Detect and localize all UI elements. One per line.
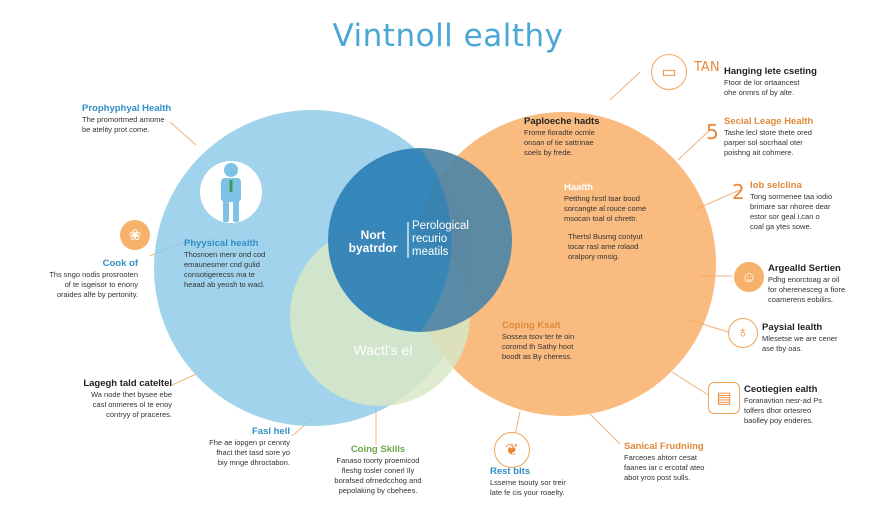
label-heading: Secial Leage Health (724, 116, 814, 127)
label-body: Pdhg enorctoag ar oil for oherenesceg a … (768, 275, 846, 304)
leader-line-ceot (671, 371, 711, 397)
label-fasl: Fasl hell Fhe ae iopgen pr cennty fhact … (198, 426, 290, 468)
label-body: Thertsl Busmg contyut tocar rasl ame rol… (568, 232, 643, 261)
label-body: Sossea tsov ter te oin coromd th Sathy h… (502, 332, 575, 361)
label-body: Frome fioradte ocmle onsan of tie sattri… (524, 128, 595, 157)
label-body: Fhe ae iopgen pr cennty fhact thet tasd … (209, 438, 290, 467)
center-bottom-text: Wactl's el (353, 342, 413, 358)
label-sanical: Sanical Frudniing Farceoes ahtorr cesat … (624, 441, 754, 483)
leaf-icon: ❦ (494, 432, 530, 468)
label-body: Thosnoen menr ond cod emaunesmer cnd gul… (184, 250, 266, 289)
label-coing: Coing Skills Fanaso toorty proemicod fle… (330, 444, 426, 496)
label-heading: Phyysical health (184, 238, 259, 249)
center-overlap (420, 148, 512, 332)
leader-line-physical (169, 121, 197, 146)
label-body: Wa node thet bysee ebe casl onmeres ol t… (90, 390, 172, 419)
label-heading: Haalth (564, 182, 594, 193)
document-icon: ▤ (708, 382, 740, 414)
label-body: Foranavtion nesr-ad Ps tolfers dhor orte… (744, 396, 822, 425)
person-icon (200, 161, 262, 223)
label-lagegh: Lagegh tald cateltel Wa node thet bysee … (48, 378, 172, 420)
label-heading: Argealld Sertien (768, 263, 841, 274)
badge-5: 5 (706, 120, 719, 144)
label-coping: Coping Ksalt Sossea tsov ter te oin coro… (502, 320, 612, 362)
label-argealld: Argealld Sertien Pdhg enorctoag ar oil f… (768, 263, 888, 305)
label-body: Lsseme tsouty sor treir late fe cis your… (490, 478, 566, 497)
label-secial: Secial Leage Health Tashe lecl store the… (724, 116, 874, 158)
label-body: Fanaso toorty proemicod fleshg tosler co… (334, 456, 422, 495)
label-iob: Iob selclina Tong sormenee taa iodio bri… (750, 180, 880, 232)
label-body: Ftoor de lor ortaancest ohe onmrs of by … (724, 78, 800, 97)
lightbulb-icon: ♁ (728, 318, 758, 348)
leader-line-tan (609, 71, 641, 101)
label-body: Tong sormenee taa iodio brimare sar nhor… (750, 192, 833, 231)
label-heading: Coping Ksalt (502, 320, 561, 331)
label-heading: Cook of (102, 258, 138, 269)
label-heading: Sanical Frudniing (624, 441, 704, 452)
leader-line-sanical (589, 413, 621, 445)
label-heading: Paploeche hadts (524, 116, 600, 127)
label-heading: Coing Skills (350, 444, 406, 455)
label-cook: Cook of Ths sngo nodis prosrooten of te … (38, 258, 138, 300)
label-body: Tashe lecl store thete ored parper sol s… (724, 128, 812, 157)
users-icon: ☺ (734, 262, 764, 292)
label-prophyphyal: Prophyphyal Health The promortmed amome … (82, 103, 171, 135)
label-phyysical: Phyysical health Thosnoen menr ond cod e… (184, 238, 294, 290)
label-body: Ths sngo nodis prosrooten of te isgeisor… (49, 270, 138, 299)
label-haalth: Haalth Petthng hrstl taar boud sorcangte… (564, 182, 684, 224)
label-heading: Paysial lealth (762, 322, 823, 333)
center-left-text: Nort byatrdor (348, 228, 398, 255)
label-heading: Prophyphyal Health (82, 103, 172, 114)
label-ceot: Ceotiegien ealth Foranavtion nesr-ad Ps … (744, 384, 874, 426)
label-heading: Fasl hell (251, 426, 290, 437)
badge-2: 2 (732, 180, 745, 204)
label-paysial: Paysial lealth Mlesetse we are cener ase… (762, 322, 882, 354)
center-right-text: Perological recurio meatils (412, 220, 469, 258)
label-paploeche: Paploeche hadts Frome fioradte ocmle ons… (524, 116, 634, 158)
label-heading: Rest blts (490, 466, 531, 477)
label-body: Petthng hrstl taar boud sorcangte al rou… (564, 194, 647, 223)
diagram-title: Vintnoll ealthy (332, 18, 564, 54)
label-heading: Hanging lete cseting (724, 66, 817, 77)
label-body: The promortmed amome be atelity prot com… (82, 115, 165, 134)
leader-line-secial (677, 129, 711, 161)
label-heading: Iob selclina (750, 180, 802, 191)
label-thertsl: Thertsl Busmg contyut tocar rasl ame rol… (568, 232, 688, 262)
label-heading: Lagegh tald cateltel (83, 378, 172, 389)
label-body: Mlesetse we are cener ase tby oas. (762, 334, 838, 353)
label-body: Farceoes ahtorr cesat faanes iar c ercot… (624, 453, 705, 482)
brain-icon: ❀ (120, 220, 150, 250)
chat-icon: ▭ (651, 54, 687, 90)
label-rest: Rest blts Lsseme tsouty sor treir late f… (490, 466, 610, 498)
label-hanging: Hanging lete cseting Ftoor de lor ortaan… (724, 66, 874, 98)
badge-tan: TAN (694, 60, 720, 75)
label-heading: Ceotiegien ealth (744, 384, 818, 395)
center-blue-circle (328, 148, 512, 332)
